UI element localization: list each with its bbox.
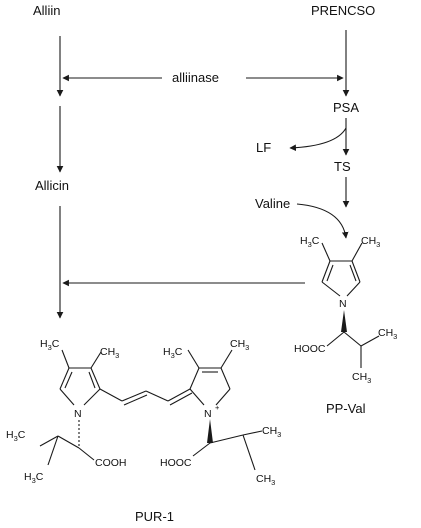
prencso-label: PRENCSO [311, 3, 375, 18]
alliin-label: Alliin [33, 3, 60, 18]
pur1-methyl-top-3: H3C [163, 346, 183, 360]
pur1-methyl-right-isopropyl: CH3 [262, 425, 281, 439]
allicin-label: Allicin [35, 178, 69, 193]
ppval-methyl-right: CH3 [361, 235, 380, 249]
pp-val-label: PP-Val [326, 401, 366, 416]
pur1-nitrogen-right: N [204, 408, 212, 420]
pur1-carboxyl-right: HOOC [160, 457, 192, 469]
ts-label: TS [334, 159, 351, 174]
arrow-valine-to-ppval [296, 203, 349, 239]
psa-label: PSA [333, 100, 359, 115]
pur1-methyl-left-bottom: H3C [24, 471, 44, 485]
ppval-methyl-isopropyl-bottom: CH3 [352, 371, 371, 385]
pur-1-label: PUR-1 [135, 509, 174, 524]
lf-label: LF [256, 140, 271, 155]
pur1-carboxyl-left: COOH [95, 457, 127, 469]
pur1-methyl-top-left: H3C [40, 338, 60, 352]
pur1-nitrogen-charge: + [215, 403, 220, 412]
ppval-methyl-isopropyl-right: CH3 [378, 327, 397, 341]
pur1-methyl-left-isopropyl: H3C [6, 429, 26, 443]
pur1-methyl-right-bottom: CH3 [256, 473, 275, 487]
ppval-methyl-left: H3C [300, 235, 320, 249]
valine-label: Valine [255, 196, 290, 211]
pp-val-structure: H3C CH3 N HOOC CH3 CH3 [294, 235, 397, 385]
arrow-psa-to-lf [289, 127, 347, 152]
pur1-methyl-top-2: CH3 [100, 346, 119, 360]
pur-1-structure: H3C CH3 H3C CH3 N N + H3C H3C COOH HOOC … [6, 338, 281, 487]
ppval-carboxyl: HOOC [294, 343, 326, 355]
pur1-methyl-top-right: CH3 [230, 338, 249, 352]
alliinase-label: alliinase [172, 70, 219, 85]
ppval-nitrogen: N [339, 298, 347, 310]
pur1-nitrogen-left: N [74, 408, 82, 420]
